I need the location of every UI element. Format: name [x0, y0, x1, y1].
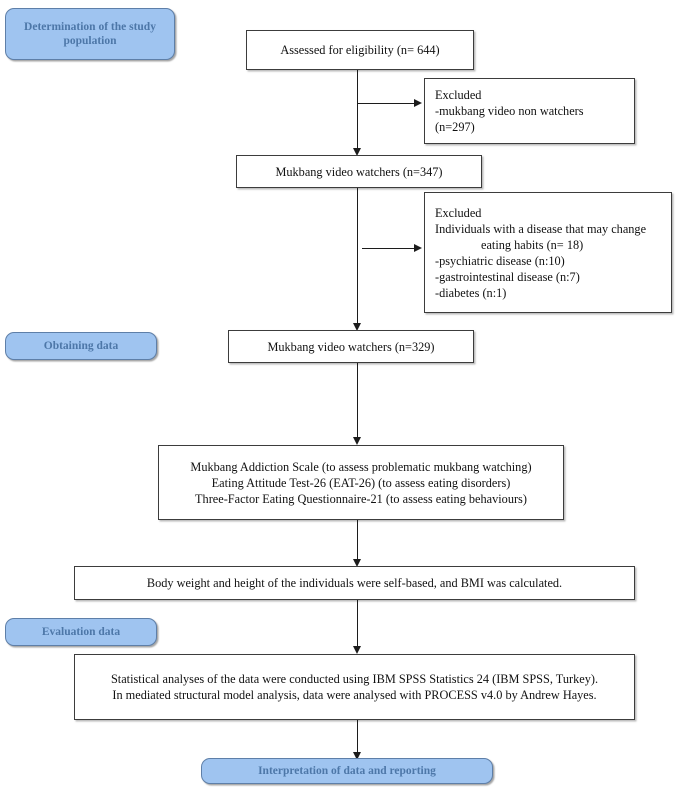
node-excluded-one-line-1: Excluded: [435, 88, 482, 102]
stage-evaluation-line1: Evaluation data: [41, 626, 121, 638]
arrowhead-statistics-to-interpretation: [353, 752, 361, 760]
stage-determination-line1: Determination of the study: [24, 21, 156, 33]
node-excluded-one-line-3: (n=297): [435, 120, 475, 134]
stage-label-obtaining: Obtaining data: [5, 332, 157, 360]
node-assessed-for-eligibility: Assessed for eligibility (n= 644): [246, 30, 474, 70]
arrowhead-watchers329-to-instruments: [353, 437, 361, 445]
node-excluded-one-line-2: -mukbang video non watchers: [435, 104, 584, 118]
arrowhead-watchers347-to-watchers329: [353, 323, 361, 331]
stage-label-determination: Determination of the study population: [5, 8, 175, 60]
node-interpretation-of-data: Interpretation of data and reporting: [201, 758, 493, 784]
connector-watchers347-to-watchers329: [357, 188, 358, 323]
arrowhead-branch-to-excluded-two: [414, 244, 422, 252]
node-excluded-non-watchers: Excluded -mukbang video non watchers (n=…: [424, 78, 635, 144]
stage-determination-line2: population: [63, 35, 117, 47]
arrowhead-instruments-to-anthropometry: [353, 559, 361, 567]
stage-obtaining-line1: Obtaining data: [43, 340, 119, 352]
connector-instruments-to-anthropometry: [357, 520, 358, 559]
node-excluded-two-line-5: -gastrointestinal disease (n:7): [435, 269, 580, 284]
node-excluded-two-line-4: -psychiatric disease (n:10): [435, 253, 565, 268]
node-excluded-two-line-1: Excluded: [435, 205, 482, 220]
stage-label-evaluation: Evaluation data: [5, 618, 157, 646]
node-excluded-disease: Excluded Individuals with a disease that…: [424, 192, 672, 313]
node-instruments-line-1: Mukbang Addiction Scale (to assess probl…: [190, 459, 532, 474]
arrowhead-assessed-to-watchers347: [353, 148, 361, 156]
connector-branch-to-excluded-two: [362, 248, 414, 249]
node-watchers-347: Mukbang video watchers (n=347): [236, 155, 482, 188]
arrowhead-anthropometry-to-statistics: [353, 646, 361, 654]
node-instruments-line-3: Three-Factor Eating Questionnaire-21 (to…: [195, 491, 527, 506]
node-anthropometry-line-1: Body weight and height of the individual…: [146, 576, 563, 590]
node-instruments-line-2: Eating Attitude Test-26 (EAT-26) (to ass…: [211, 475, 511, 490]
node-watchers-329: Mukbang video watchers (n=329): [228, 330, 474, 363]
node-anthropometry-bmi: Body weight and height of the individual…: [74, 566, 635, 600]
connector-statistics-to-interpretation: [357, 720, 358, 756]
node-interpretation-line-1: Interpretation of data and reporting: [258, 765, 436, 777]
node-excluded-two-line-2: Individuals with a disease that may chan…: [435, 221, 647, 236]
node-measurement-instruments: Mukbang Addiction Scale (to assess probl…: [158, 445, 564, 520]
node-excluded-two-line-3: eating habits (n= 18): [481, 237, 584, 252]
node-statistics-line-1: Statistical analyses of the data were co…: [110, 672, 599, 686]
connector-anthropometry-to-statistics: [357, 600, 358, 646]
connector-branch-to-excluded-one: [358, 103, 414, 104]
node-statistical-analyses: Statistical analyses of the data were co…: [74, 654, 635, 720]
connector-assessed-to-watchers347: [357, 70, 358, 148]
connector-watchers329-to-instruments: [357, 363, 358, 437]
node-statistics-line-2: In mediated structural model analysis, d…: [112, 688, 597, 702]
arrowhead-branch-to-excluded-one: [414, 99, 422, 107]
node-watchers-329-line-1: Mukbang video watchers (n=329): [267, 339, 435, 354]
node-watchers-347-line-1: Mukbang video watchers (n=347): [275, 164, 443, 179]
node-excluded-two-line-6: -diabetes (n:1): [435, 285, 507, 300]
node-assessed-line-1: Assessed for eligibility (n= 644): [280, 43, 440, 57]
